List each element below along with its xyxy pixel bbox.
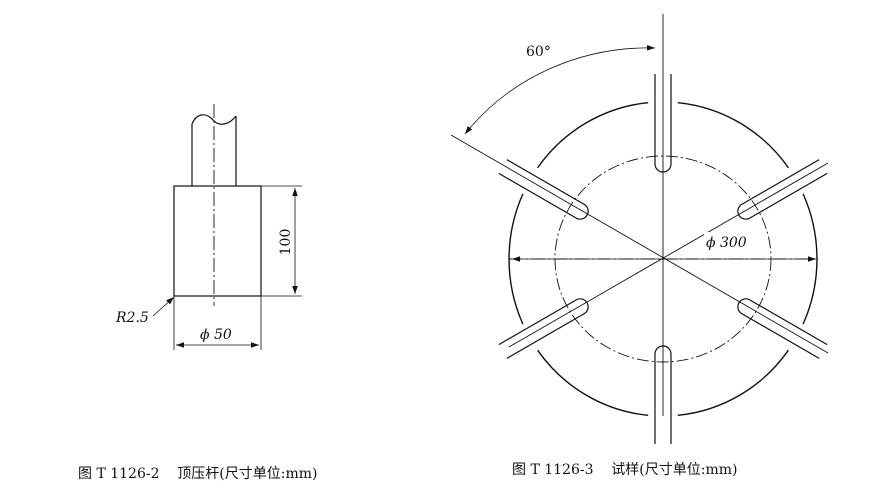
- radius-leader-line: [152, 296, 175, 317]
- slot: [498, 298, 589, 359]
- outer-ring-segment: [508, 193, 524, 325]
- slot: [654, 345, 672, 444]
- specimen-drawing: [450, 14, 829, 444]
- specimen-center-lines: [450, 14, 829, 416]
- rod-diameter-label: ϕ 50: [200, 327, 232, 343]
- radius-label: R2.5: [115, 310, 149, 326]
- outer-ring-segment: [537, 349, 649, 416]
- slot: [498, 159, 589, 220]
- angle-label: 60°: [526, 44, 551, 60]
- specimen-diameter-label: ϕ 300: [706, 235, 747, 251]
- rod-shaft: [191, 114, 237, 186]
- specimen-slots: [498, 74, 828, 444]
- base-block: [173, 185, 262, 297]
- slot: [654, 74, 672, 173]
- height-label: 100: [278, 229, 294, 256]
- rod-break-line: [191, 114, 237, 125]
- outer-ring-segment: [537, 102, 649, 169]
- slot: [737, 298, 828, 359]
- figure-left-caption: 图 T 1126-2 顶压杆(尺寸单位:mm): [78, 466, 318, 482]
- outer-ring-segment: [677, 102, 789, 169]
- outer-ring-segment: [802, 193, 818, 325]
- push-rod-drawing: [152, 104, 302, 350]
- slot: [737, 159, 828, 220]
- outer-ring-segment: [677, 349, 789, 416]
- figure-right-caption: 图 T 1126-3 试样(尺寸单位:mm): [512, 462, 738, 478]
- angle-arc: [464, 44, 656, 135]
